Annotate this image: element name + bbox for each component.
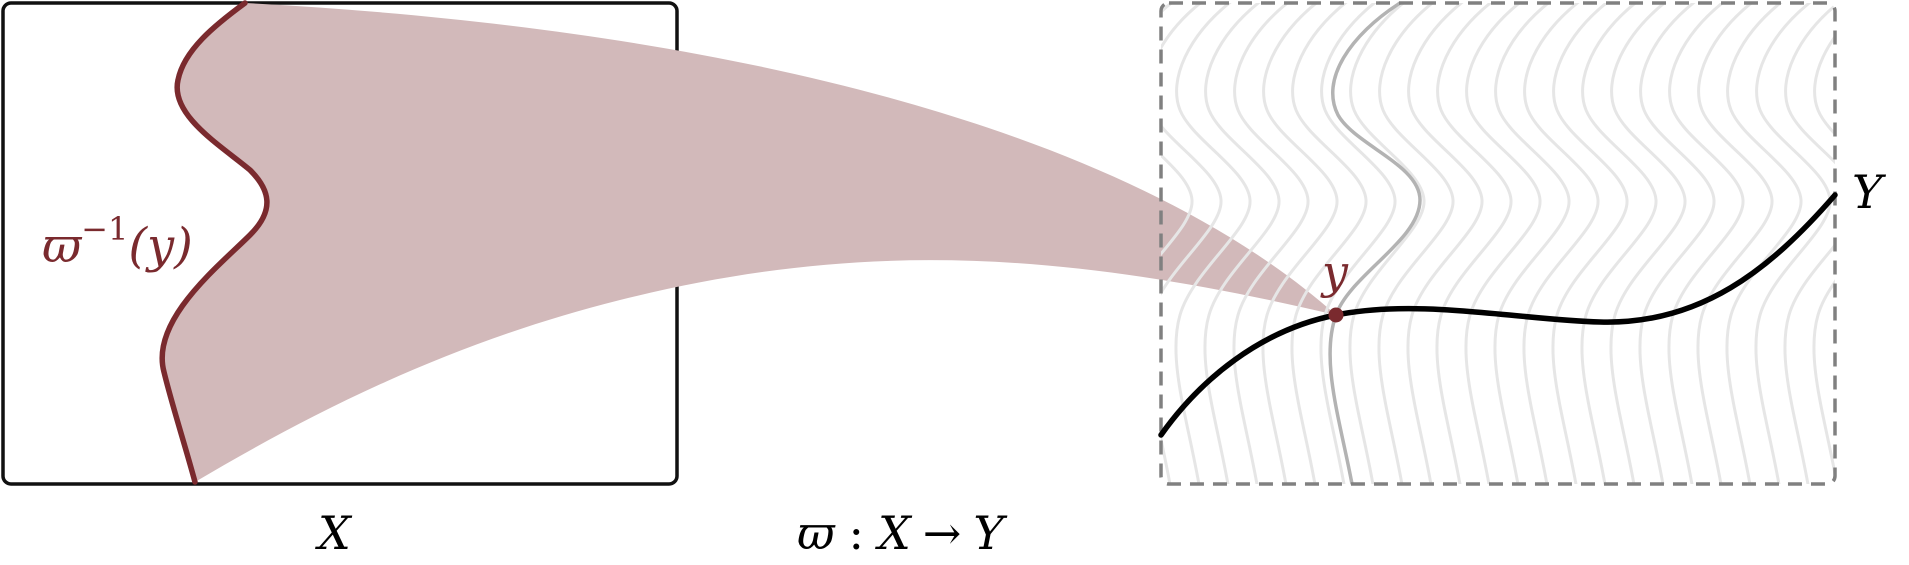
hatch-fiber-line — [1580, 3, 1658, 484]
hatch-fiber-line — [1174, 3, 1252, 484]
hatch-fiber-line — [1667, 3, 1745, 484]
fiber-label-exponent: −1 — [81, 210, 128, 248]
hatch-fiber-line — [1406, 3, 1484, 484]
hatch-fiber-line — [1435, 3, 1513, 484]
fiber-hatching — [1161, 0, 1909, 490]
map-domain: X — [875, 506, 913, 560]
fiber-label: ϖ−1(y) — [42, 210, 193, 274]
hatch-fiber-line — [1493, 3, 1571, 484]
point-y-dot — [1328, 307, 1344, 323]
hatch-fiber-line — [1348, 3, 1426, 484]
hatch-fiber-line — [1319, 3, 1397, 484]
hatch-fiber-line — [1261, 3, 1339, 484]
map-symbol: ϖ — [797, 506, 836, 560]
hatch-fiber-line — [1609, 3, 1687, 484]
target-curve — [1158, 192, 1838, 438]
hatch-fiber-line — [1696, 3, 1774, 484]
hatch-fiber-line — [1522, 3, 1600, 484]
map-arrow: → — [923, 506, 962, 560]
target-space-frame — [1159, 1, 1837, 486]
hatch-fiber-line — [1161, 3, 1223, 484]
point-y-label: y — [1320, 245, 1349, 299]
fiber-label-argument: (y) — [128, 218, 193, 274]
hatch-fiber-line — [1638, 3, 1716, 484]
target-space-label: Y — [1852, 165, 1887, 219]
fiber-label-symbol: ϖ — [42, 218, 83, 274]
source-space-label: X — [315, 506, 353, 560]
map-label: ϖ:X→Y — [797, 506, 1008, 560]
hatch-fiber-line — [1464, 3, 1542, 484]
highlighted-fiber — [1328, 1, 1422, 485]
fiber-curve — [159, 0, 270, 485]
hatch-fiber-line — [1232, 3, 1310, 484]
fiber-wedge — [162, 3, 1337, 482]
hatch-fiber-line — [1843, 0, 1909, 490]
hatch-fiber-line — [1290, 3, 1368, 484]
map-codomain: Y — [973, 506, 1008, 560]
hatch-fiber-line — [1812, 3, 1835, 484]
map-colon: : — [849, 506, 865, 560]
hatch-fiber-line — [1203, 3, 1281, 484]
hatch-fiber-line — [1377, 3, 1455, 484]
hatch-fiber-line — [1725, 3, 1803, 484]
hatch-fiber-line — [1551, 3, 1629, 484]
hatch-fiber-line — [1783, 3, 1835, 484]
hatch-fiber-line — [1161, 3, 1194, 484]
